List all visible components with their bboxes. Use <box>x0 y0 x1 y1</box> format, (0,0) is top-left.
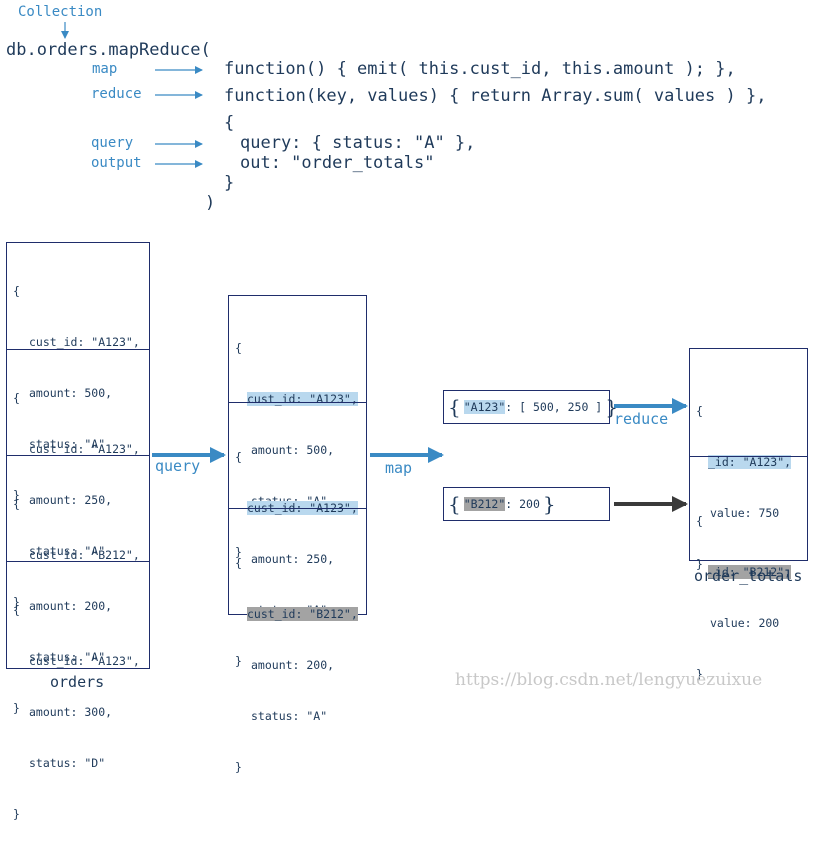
out-option: out: "order_totals" <box>240 153 435 173</box>
reduce-label: reduce <box>91 86 142 102</box>
order-totals-caption: order_totals <box>694 567 803 585</box>
map-function: function() { emit( this.cust_id, this.am… <box>224 59 736 79</box>
connectors <box>61 22 688 512</box>
filtered-documents: { cust_id: "A123", amount: 500, status: … <box>228 295 367 774</box>
query-stage-label: query <box>155 457 201 475</box>
close-paren: ) <box>205 193 216 213</box>
map-stage-label: map <box>385 459 413 477</box>
mapped-pair-b212: { "B212" : 200 } <box>443 487 610 521</box>
id-highlight: _id: "A123", <box>708 455 792 469</box>
totals-document: { _id: "B212", value: 200 } <box>690 456 807 681</box>
orders-caption: orders <box>50 673 105 691</box>
orders-document: { cust_id: "A123", amount: 250, status: … <box>7 349 149 609</box>
options-close-brace: } <box>224 173 235 193</box>
mapped-pair-a123: { "A123" : [ 500, 250 ] } <box>443 390 618 424</box>
mapreduce-call: db.orders.mapReduce( <box>6 40 211 60</box>
reduce-stage-label: reduce <box>614 410 669 428</box>
output-label: output <box>91 155 142 171</box>
id-highlight: _id: "B212", <box>708 565 792 579</box>
filtered-document: { cust_id: "B212", amount: 200, status: … <box>229 508 366 774</box>
filtered-document: { cust_id: "A123", amount: 500, status: … <box>235 341 358 559</box>
query-label: query <box>91 135 134 151</box>
map-label: map <box>92 61 118 77</box>
orders-document: { cust_id: "A123", amount: 300, status: … <box>7 561 149 821</box>
watermark: https://blog.csdn.net/lengyuezuixue <box>455 670 763 690</box>
collection-label: Collection <box>18 4 103 20</box>
order-totals-collection: { _id: "A123", value: 750 } { _id: "B212… <box>689 348 808 681</box>
options-open-brace: { <box>224 113 235 133</box>
reduce-function: function(key, values) { return Array.sum… <box>224 86 767 106</box>
totals-document: { _id: "A123", value: 750 } <box>696 404 792 571</box>
orders-collection: { cust_id: "A123", amount: 500, status: … <box>6 242 150 821</box>
mapped-key: "A123" <box>463 400 506 414</box>
orders-document: { cust_id: "B212", amount: 200, status: … <box>7 455 149 715</box>
query-option: query: { status: "A" }, <box>240 133 476 153</box>
mapped-key: "B212" <box>463 497 506 511</box>
cust-id-highlight: cust_id: "B212", <box>247 607 358 621</box>
filtered-document: { cust_id: "A123", amount: 250, status: … <box>229 402 366 668</box>
orders-document: { cust_id: "A123", amount: 500, status: … <box>13 284 140 502</box>
